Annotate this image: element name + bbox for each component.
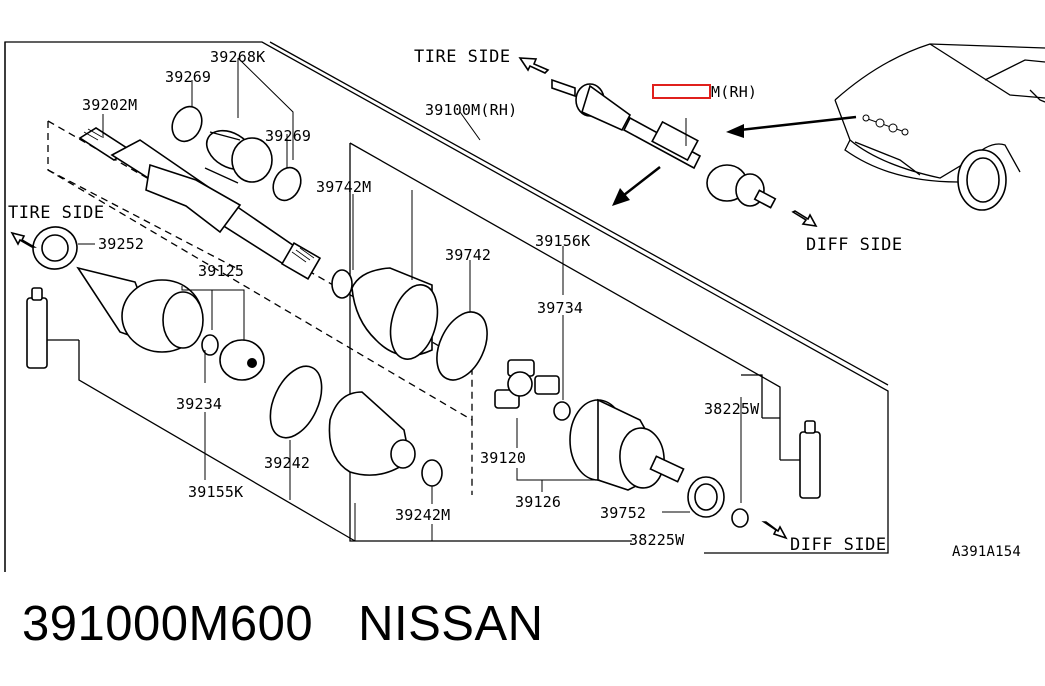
outer-joint bbox=[32, 226, 265, 381]
part-label-39202M: 39202M bbox=[82, 96, 137, 114]
assembly-frame bbox=[4, 41, 889, 572]
figure-code: A391A154 bbox=[952, 544, 1021, 560]
part-label-38225W-a: 38225W bbox=[704, 400, 760, 418]
part-label-39156K: 39156K bbox=[535, 232, 590, 250]
tripod-39120 bbox=[494, 359, 571, 421]
part-label-39734: 39734 bbox=[537, 299, 583, 317]
diff-side-bottom-label: DIFF SIDE bbox=[790, 535, 887, 555]
clamp-39269-b-icon bbox=[272, 166, 302, 202]
part-label-39234: 39234 bbox=[176, 395, 222, 413]
tire-side-left-label: TIRE SIDE bbox=[8, 203, 105, 223]
boot-39268K bbox=[204, 129, 273, 184]
leader-lines bbox=[78, 57, 742, 541]
part-label-39252: 39252 bbox=[98, 235, 144, 253]
part-label-39268K: 39268K bbox=[210, 48, 265, 66]
shaft-39202M bbox=[78, 127, 322, 280]
part-label-39125: 39125 bbox=[198, 262, 244, 280]
highlight-box bbox=[652, 84, 711, 99]
part-label-39742: 39742 bbox=[445, 246, 491, 264]
part-label-39155K: 39155K bbox=[188, 483, 243, 501]
part-label-38225W-b: 38225W bbox=[629, 531, 685, 549]
inset-part-suffix-label: M(RH) bbox=[711, 83, 757, 101]
part-label-39242: 39242 bbox=[264, 454, 310, 472]
part-label-39269-a: 39269 bbox=[165, 68, 211, 86]
tire-side-top-label: TIRE SIDE bbox=[414, 47, 511, 67]
grease-tube-right-icon bbox=[799, 420, 821, 499]
car-icon bbox=[834, 43, 1045, 211]
inset-arrow-icon bbox=[612, 115, 857, 206]
inner-housing-39126 bbox=[569, 398, 749, 528]
brand-name: NISSAN bbox=[358, 597, 544, 651]
caption: 391000M600 NISSAN bbox=[22, 596, 544, 652]
part-label-39100M-RH: 39100M(RH) bbox=[425, 101, 517, 119]
diff-side-right-label: DIFF SIDE bbox=[806, 235, 903, 255]
part-label-39242M: 39242M bbox=[395, 506, 450, 524]
part-label-39126: 39126 bbox=[515, 493, 561, 511]
boot-39742 bbox=[331, 267, 488, 381]
part-label-39742M: 39742M bbox=[316, 178, 371, 196]
part-label-39120: 39120 bbox=[480, 449, 526, 467]
inset-driveshaft bbox=[551, 78, 777, 209]
part-label-39269-b: 39269 bbox=[265, 127, 311, 145]
arrow-diff-side-right-icon bbox=[791, 210, 818, 228]
part-number: 391000M600 bbox=[22, 597, 314, 651]
clamp-39269-a-icon bbox=[171, 105, 203, 143]
arrow-tire-side-left-icon bbox=[10, 231, 37, 248]
part-label-39752: 39752 bbox=[600, 504, 646, 522]
boot-39242 bbox=[269, 365, 443, 487]
dashed-subassembly-box bbox=[47, 120, 473, 495]
arrow-diff-side-bottom-icon bbox=[761, 521, 788, 540]
grease-tube-left-icon bbox=[26, 287, 48, 369]
arrow-tire-side-top-icon bbox=[518, 57, 550, 74]
